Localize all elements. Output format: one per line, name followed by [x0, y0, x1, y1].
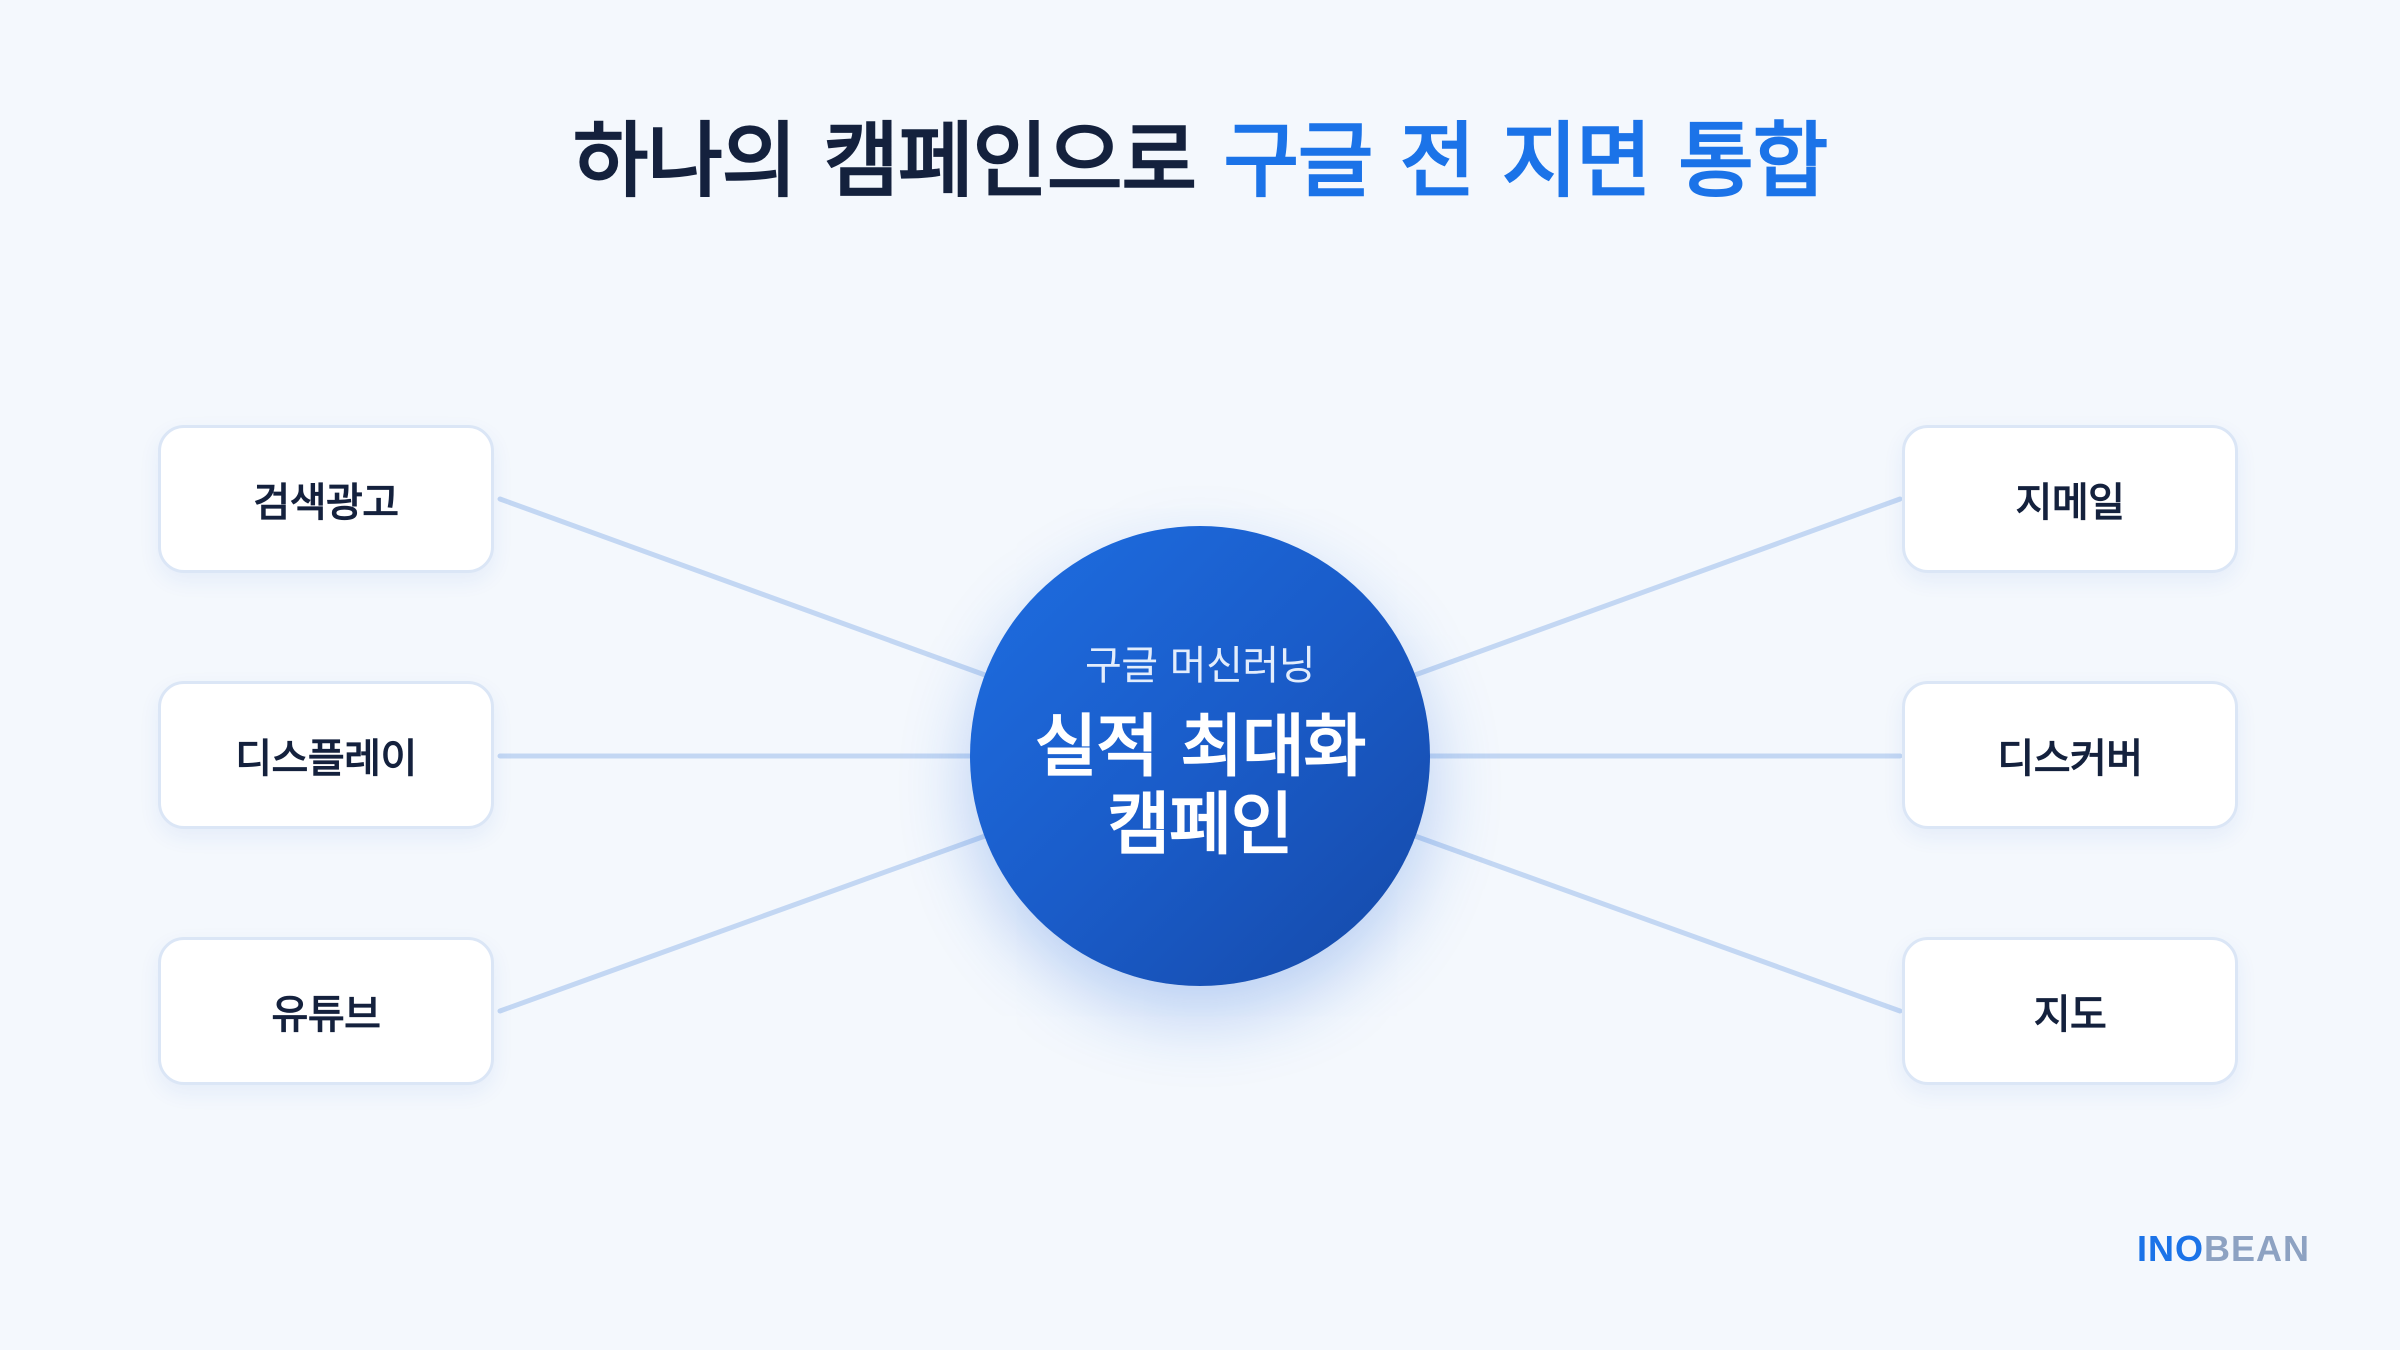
node-discover: 디스커버	[1902, 681, 2238, 829]
node-youtube: 유튜브	[158, 937, 494, 1085]
node-label: 디스플레이	[235, 736, 417, 782]
node-maps: 지도	[1902, 937, 2238, 1085]
node-label: 디스커버	[1997, 736, 2143, 782]
central-campaign-hub: 구글 머신러닝 실적 최대화 캠페인	[970, 526, 1430, 986]
node-search-ads: 검색광고	[158, 425, 494, 573]
connector-youtube	[497, 833, 988, 1014]
brand-logo-part2: BEAN	[2203, 1228, 2310, 1269]
brand-logo: INOBEAN	[2137, 1228, 2310, 1270]
node-label: 검색광고	[253, 480, 399, 526]
node-gmail: 지메일	[1902, 425, 2238, 573]
node-label: 유튜브	[271, 992, 381, 1038]
node-display: 디스플레이	[158, 681, 494, 829]
connector-search	[497, 496, 988, 678]
hub-subtitle: 구글 머신러닝	[1084, 643, 1316, 689]
page-title: 하나의 캠페인으로 구글 전 지면 통합	[0, 112, 2400, 212]
node-label: 지도	[2033, 992, 2107, 1038]
brand-logo-part1: INO	[2136, 1228, 2204, 1269]
title-accent: 구글 전 지면 통합	[1223, 114, 1828, 209]
connector-maps	[1412, 833, 1903, 1014]
title-main: 하나의 캠페인으로	[572, 114, 1197, 209]
connector-gmail	[1412, 496, 1903, 678]
node-label: 지메일	[2015, 480, 2125, 526]
hub-title: 실적 최대화 캠페인	[1034, 708, 1366, 865]
